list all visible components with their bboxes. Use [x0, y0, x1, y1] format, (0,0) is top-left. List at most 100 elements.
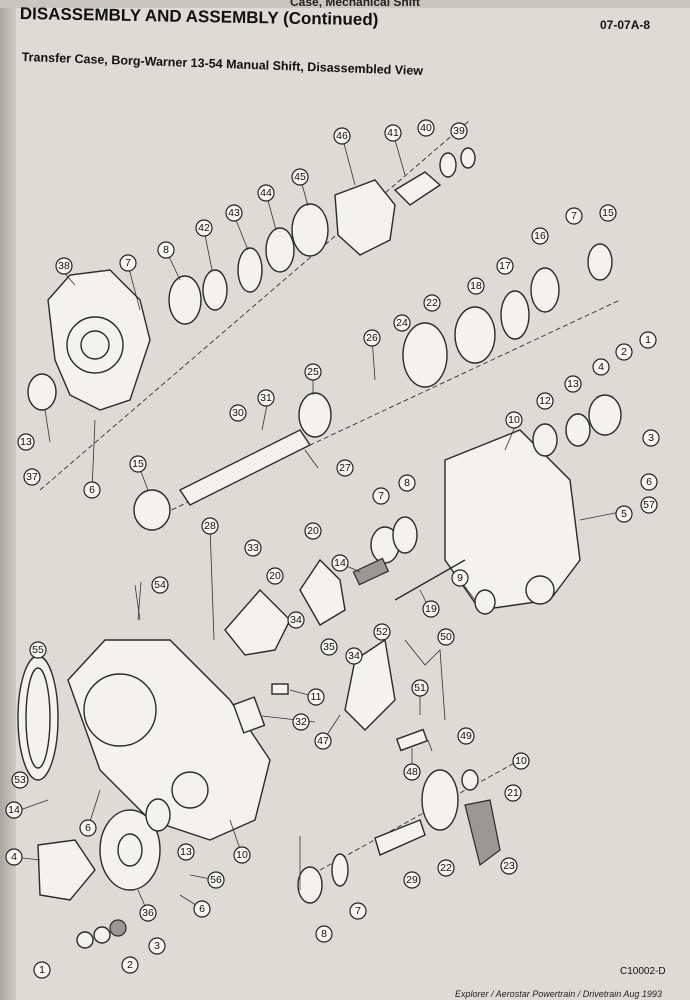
svg-text:48: 48: [406, 766, 418, 778]
page-code: 07-07A-8: [600, 18, 651, 32]
svg-text:21: 21: [507, 787, 519, 799]
callout-3-bottom: 3: [148, 937, 166, 955]
seal-13-lower: [145, 798, 171, 832]
callout-45: 45: [291, 168, 309, 186]
svg-text:10: 10: [515, 755, 527, 767]
hub-16: [530, 267, 560, 313]
callout-26: 26: [363, 329, 381, 347]
callout-40: 40: [417, 119, 435, 137]
callout-57: 57: [640, 496, 658, 514]
svg-text:22: 22: [426, 297, 438, 309]
svg-text:46: 46: [336, 130, 348, 142]
ring-gear-55-inner: [25, 667, 51, 769]
svg-text:8: 8: [321, 928, 327, 940]
callout-51: 51: [411, 679, 429, 697]
callout-47: 47: [314, 732, 332, 750]
svg-text:14: 14: [8, 804, 20, 816]
svg-text:2: 2: [127, 959, 133, 971]
svg-text:6: 6: [199, 903, 205, 915]
bearing-8-lower: [297, 866, 323, 904]
svg-text:22: 22: [440, 862, 452, 874]
callout-14: 14: [331, 554, 349, 572]
callout-9: 9: [451, 569, 469, 587]
ring-40: [439, 152, 457, 178]
callout-30: 30: [229, 404, 247, 422]
sleeve-15-lower: [133, 489, 171, 531]
seal-plate-36-inner: [117, 833, 143, 867]
svg-text:10: 10: [236, 849, 248, 861]
callout-23: 23: [500, 857, 518, 875]
callout-32: 32: [292, 713, 310, 731]
callout-34-upper: 34: [287, 611, 305, 629]
callout-6-case: 6: [79, 819, 97, 837]
callout-1-bottom: 1: [33, 961, 51, 979]
svg-text:17: 17: [499, 260, 511, 272]
callout-27: 27: [336, 459, 354, 477]
spacer-42: [202, 269, 228, 311]
oil-pump-housing-46: [334, 179, 396, 256]
svg-text:15: 15: [132, 458, 144, 470]
svg-text:10: 10: [508, 414, 520, 426]
callout-42: 42: [195, 219, 213, 237]
callout-7-bottom: 7: [349, 902, 367, 920]
callout-7-top: 7: [119, 254, 137, 272]
front-case-bore-main: [83, 673, 157, 747]
part-shapes: [17, 147, 622, 949]
svg-text:26: 26: [366, 332, 378, 344]
svg-text:36: 36: [142, 907, 154, 919]
callout-56: 56: [207, 871, 225, 889]
svg-text:18: 18: [470, 280, 482, 292]
driven-sprocket-22-upper: [402, 322, 448, 388]
bearing-8-upper: [168, 275, 202, 325]
svg-text:25: 25: [307, 366, 319, 378]
pump-shaft-48: [395, 728, 429, 752]
svg-text:23: 23: [503, 860, 515, 872]
callout-14-left: 14: [5, 801, 23, 819]
driven-sprocket-22-lower: [421, 769, 459, 831]
svg-text:2: 2: [621, 346, 627, 358]
svg-text:40: 40: [420, 122, 432, 134]
mainshaft-31: [178, 429, 312, 506]
snap-ring-7-lower: [331, 853, 349, 887]
footer-text: Explorer / Aerostar Powertrain / Drivetr…: [455, 989, 662, 999]
svg-text:28: 28: [204, 520, 216, 532]
callout-46: 46: [333, 127, 351, 145]
svg-text:52: 52: [376, 626, 388, 638]
callout-39: 39: [450, 122, 468, 140]
svg-text:42: 42: [198, 222, 210, 234]
page-top-strip: [0, 0, 690, 8]
svg-text:24: 24: [396, 317, 408, 329]
callout-6-left: 6: [83, 481, 101, 499]
callout-18: 18: [467, 277, 485, 295]
spring-14: [352, 557, 390, 586]
callout-13-right: 13: [564, 375, 582, 393]
svg-text:32: 32: [295, 716, 307, 728]
callout-36: 36: [139, 904, 157, 922]
svg-text:56: 56: [210, 874, 222, 886]
svg-text:3: 3: [648, 432, 654, 444]
svg-text:55: 55: [32, 644, 44, 656]
washer-2: [93, 926, 111, 944]
svg-text:34: 34: [290, 614, 302, 626]
callout-37: 37: [23, 468, 41, 486]
svg-text:3: 3: [154, 940, 160, 952]
svg-text:13: 13: [567, 378, 579, 390]
callout-22-upper: 22: [423, 294, 441, 312]
svg-text:7: 7: [378, 490, 384, 502]
assembly-axes: [39, 119, 621, 871]
front-case-output-bore: [171, 771, 209, 809]
svg-text:45: 45: [294, 171, 306, 183]
callout-10-right: 10: [512, 752, 530, 770]
callout-35: 35: [320, 638, 338, 656]
callout-12: 12: [536, 392, 554, 410]
callouts: 46 41 40 39 45 44 43 42 8 7 38 7 15 16 1…: [5, 119, 660, 979]
upper-assembly-axis: [39, 119, 471, 491]
svg-text:44: 44: [260, 187, 272, 199]
callout-10-upper: 10: [505, 411, 523, 429]
callout-44: 44: [257, 184, 275, 202]
callout-10-lower: 10: [233, 846, 251, 864]
callout-7-right: 7: [565, 207, 583, 225]
callout-8-bottom: 8: [315, 925, 333, 943]
svg-text:15: 15: [602, 207, 614, 219]
